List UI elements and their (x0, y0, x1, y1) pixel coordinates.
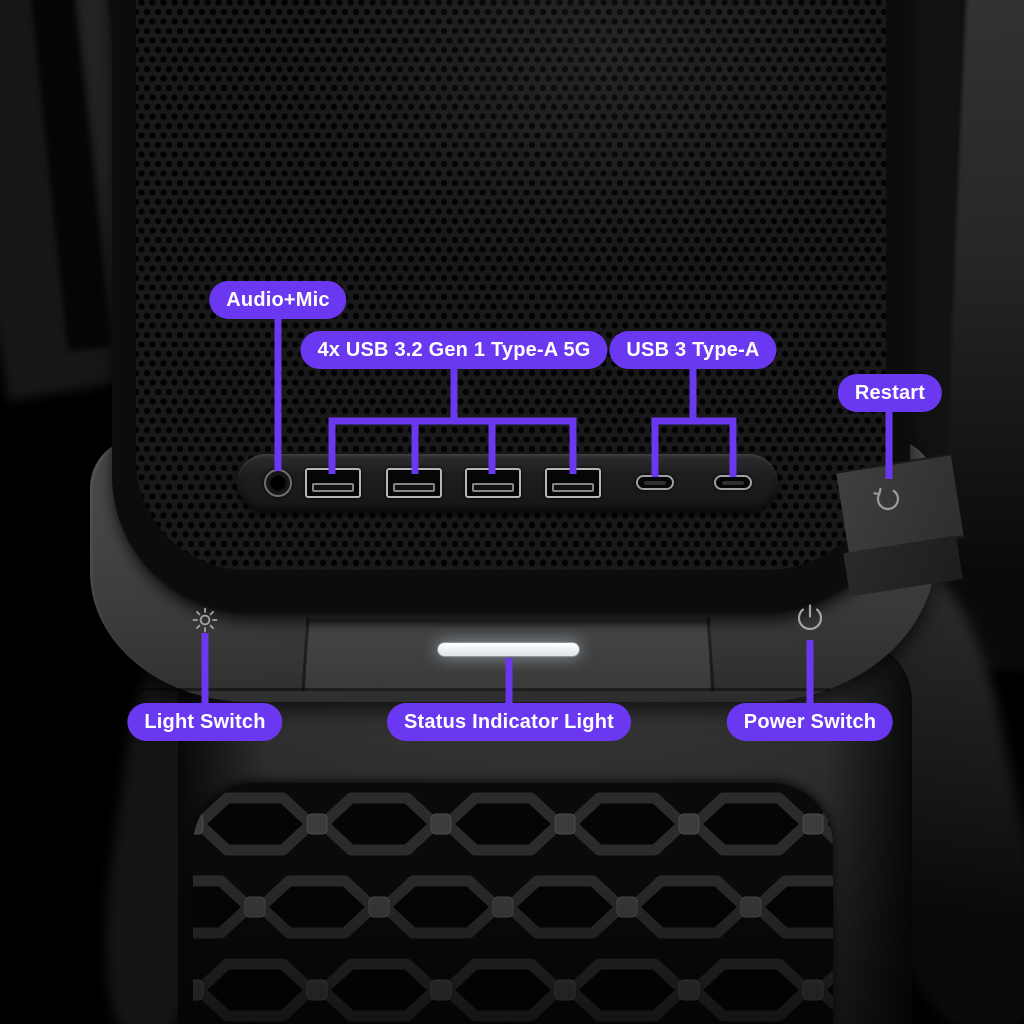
usb-c-slot (722, 480, 744, 485)
front-intake-grille (193, 783, 833, 1024)
callout-status-indicator: Status Indicator Light (387, 703, 631, 741)
callout-usb-type-c-group: USB 3 Type-A (609, 331, 777, 369)
brightness-icon (192, 607, 218, 633)
power-icon (797, 604, 823, 631)
usb-a-port-3 (465, 468, 521, 498)
callout-light-switch: Light Switch (127, 703, 283, 741)
usb-a-tongue (552, 483, 594, 492)
usb-a-port-2 (386, 468, 442, 498)
restart-icon (873, 487, 900, 511)
honeycomb-pattern (193, 783, 833, 1024)
usb-a-tongue (393, 483, 435, 492)
callout-power-switch: Power Switch (726, 703, 894, 741)
usb-a-tongue (472, 483, 514, 492)
usb-a-port-1 (305, 468, 361, 498)
callout-usb-a-group: 4x USB 3.2 Gen 1 Type-A 5G (300, 331, 608, 369)
callout-audio-mic: Audio+Mic (209, 281, 347, 319)
usb-c-port-2 (714, 475, 752, 490)
audio-mic-jack (264, 469, 292, 497)
usb-a-port-4 (545, 468, 601, 498)
callout-restart: Restart (837, 374, 943, 412)
status-indicator-light (437, 642, 580, 657)
collar-bottom-seam (140, 688, 830, 691)
usb-a-tongue (312, 483, 354, 492)
usb-c-slot (644, 480, 666, 485)
usb-c-port-1 (636, 475, 674, 490)
